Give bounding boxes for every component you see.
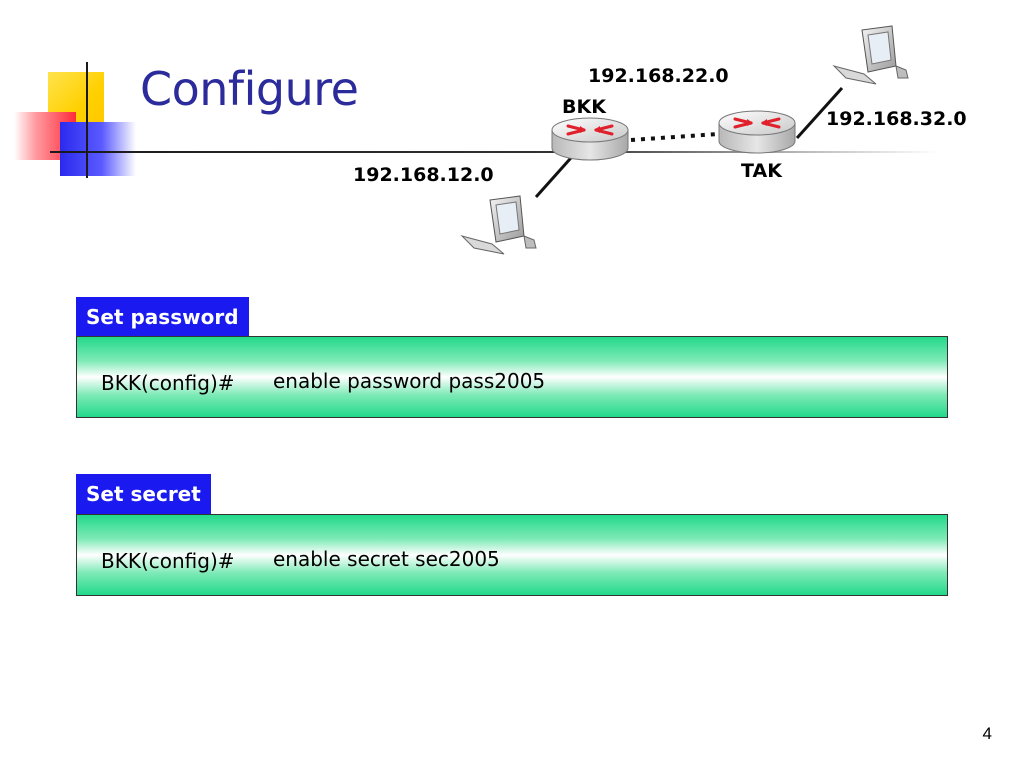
router-bkk-icon bbox=[551, 117, 629, 161]
title-underline bbox=[50, 151, 940, 153]
link-serial bbox=[630, 132, 719, 142]
set-password-command-box: BKK(config)# enable password pass2005 bbox=[76, 336, 948, 418]
logo-blue-square bbox=[60, 122, 136, 176]
command-text: enable secret sec2005 bbox=[273, 547, 500, 571]
link-tak-lan bbox=[795, 86, 844, 140]
router-tak-icon bbox=[718, 110, 796, 154]
slide-logo bbox=[0, 0, 150, 190]
pc-tak-lan-icon bbox=[832, 25, 909, 85]
pc-bkk-lan-icon bbox=[460, 195, 537, 255]
network-tak-lan-label: 192.168.32.0 bbox=[826, 108, 967, 130]
network-between-routers-label: 192.168.22.0 bbox=[588, 65, 729, 87]
router-tak-label: TAK bbox=[741, 160, 782, 182]
page-number: 4 bbox=[982, 724, 992, 743]
command-prompt: BKK(config)# bbox=[101, 371, 235, 395]
set-secret-command-box: BKK(config)# enable secret sec2005 bbox=[76, 514, 948, 596]
network-diagram bbox=[460, 25, 909, 255]
router-bkk-label: BKK bbox=[562, 96, 606, 118]
set-password-tag: Set password bbox=[76, 297, 249, 337]
network-bkk-lan-label: 192.168.12.0 bbox=[353, 164, 494, 186]
slide-title: Configure bbox=[140, 62, 359, 116]
set-secret-tag: Set secret bbox=[76, 474, 211, 514]
logo-vertical-rule bbox=[86, 62, 88, 178]
command-text: enable password pass2005 bbox=[273, 369, 546, 393]
command-prompt: BKK(config)# bbox=[101, 549, 235, 573]
